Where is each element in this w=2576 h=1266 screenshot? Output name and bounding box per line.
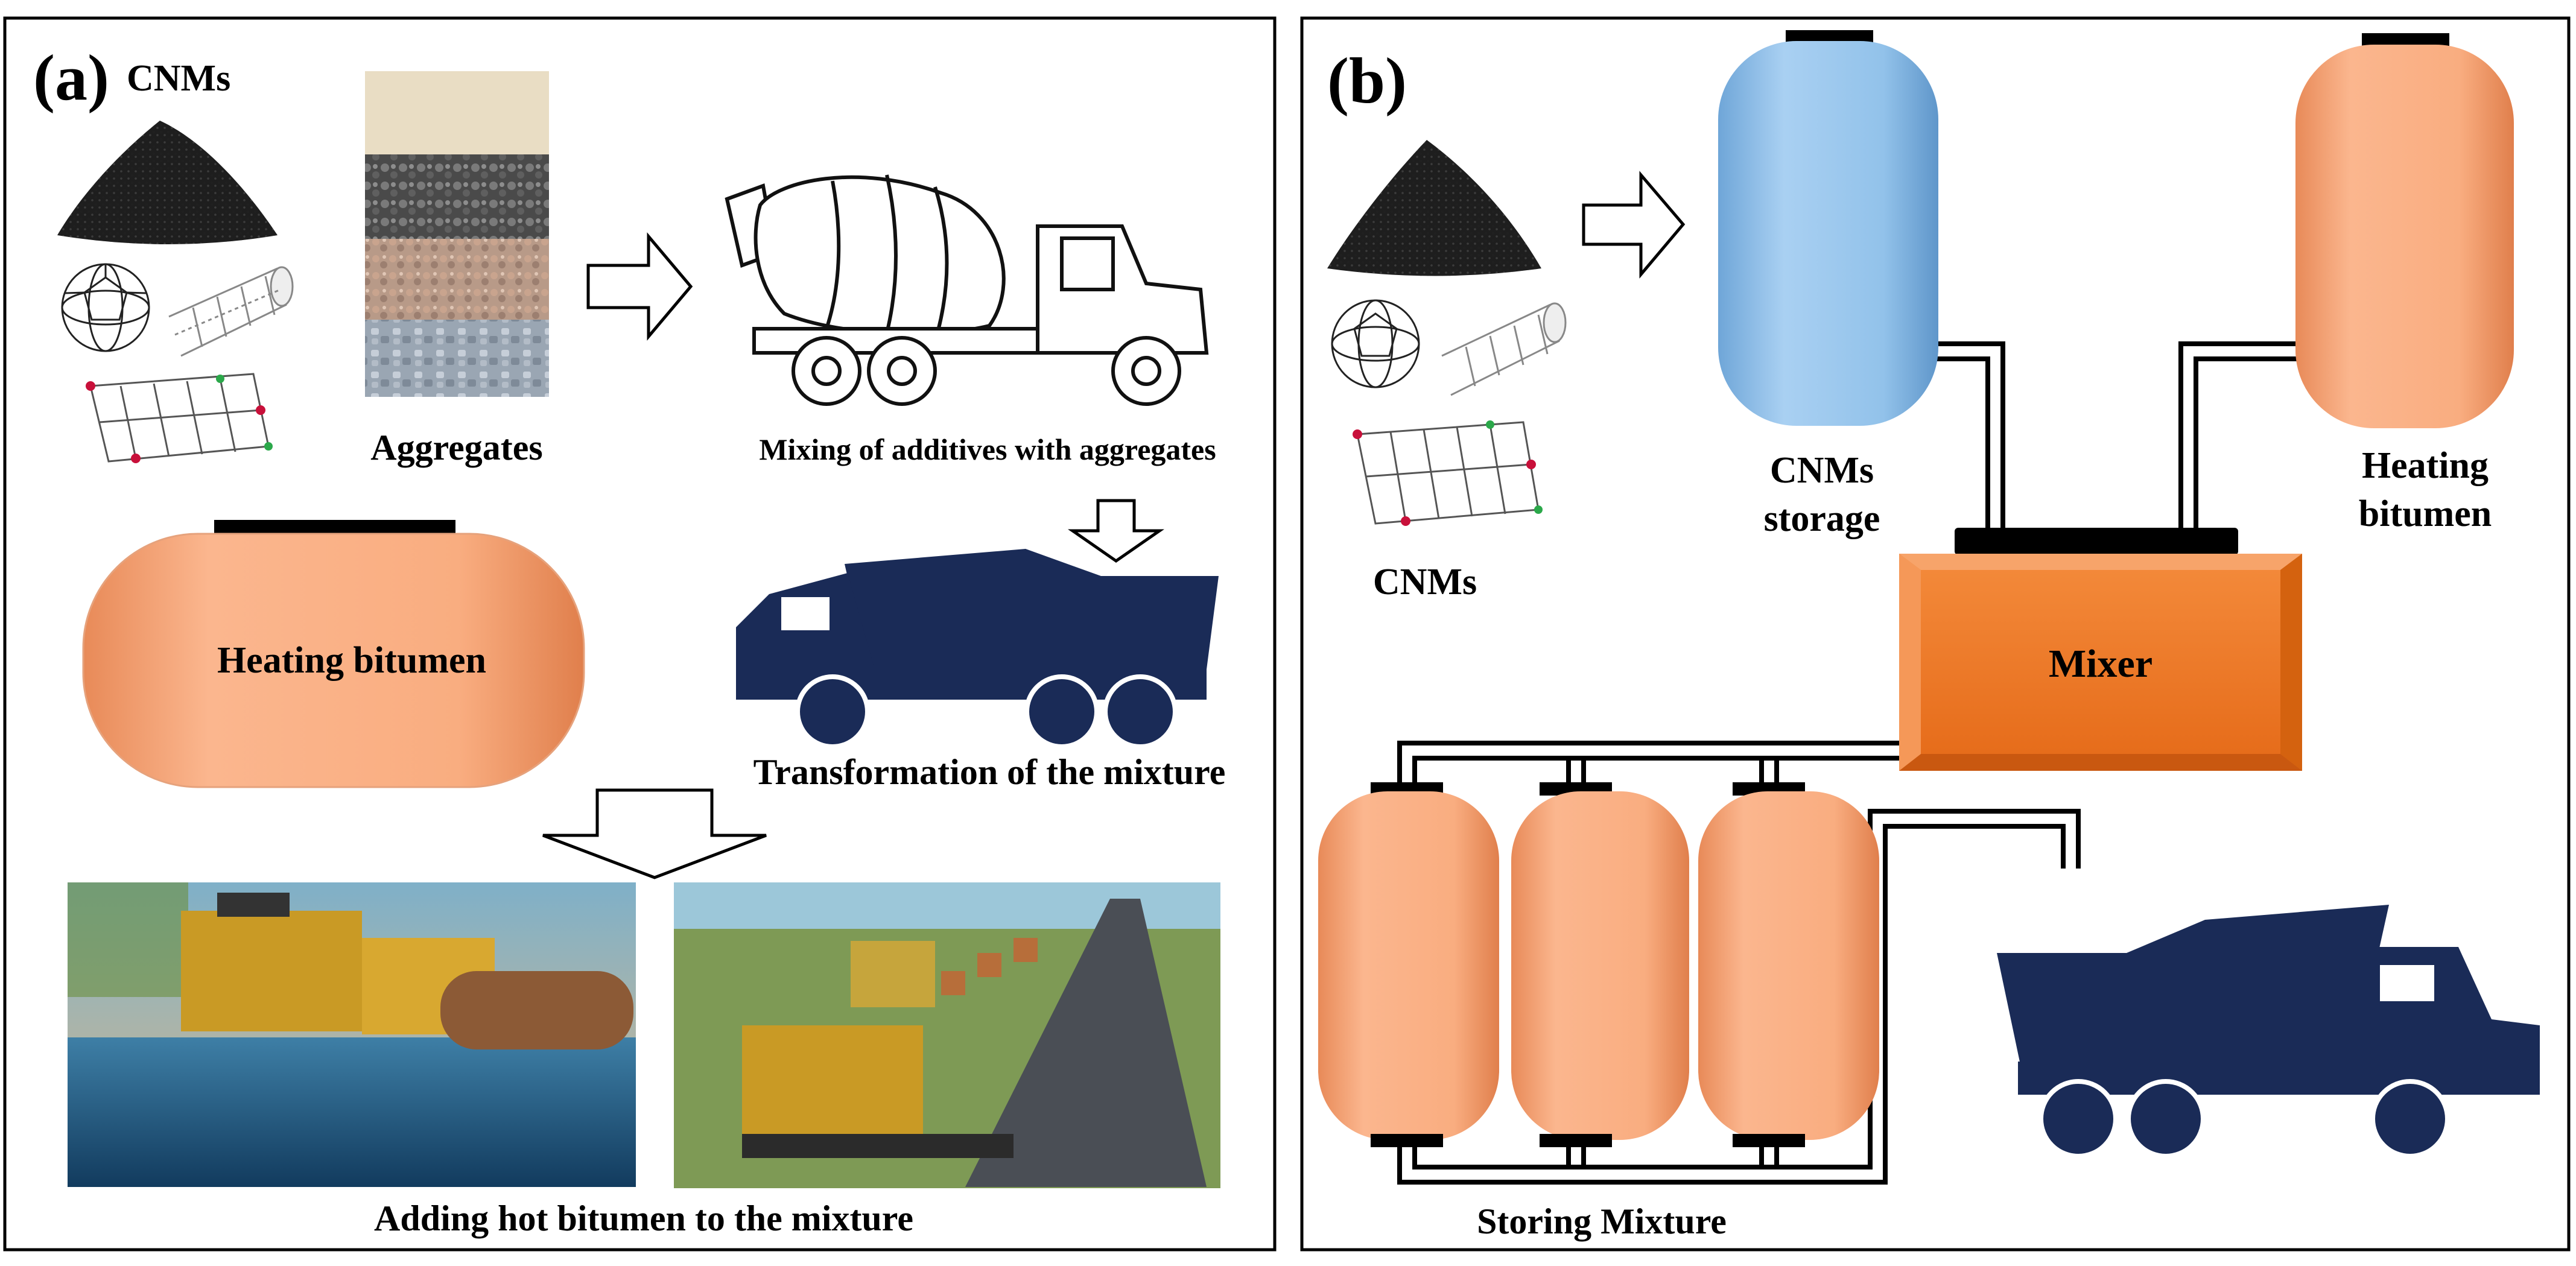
arrow-right-icon-b <box>1582 171 1686 279</box>
heating-bitumen-label-line2: bitumen <box>2359 493 2492 534</box>
transformation-label: Transformation of the mixture <box>753 752 1226 792</box>
graphene-icon <box>86 373 273 463</box>
dump-truck-wheels-b <box>2038 1079 2450 1159</box>
storage-tank-3 <box>1698 791 1879 1140</box>
fullerene-icon-b <box>1331 299 1420 388</box>
cnms-label-b: CNMs <box>1373 562 1477 603</box>
cnm-storage-label-line2: storage <box>1764 498 1880 539</box>
cement-mixer-truck-image <box>725 174 1209 406</box>
heating-bitumen-tank-b <box>2295 45 2514 428</box>
mixer-label: Mixer <box>2049 642 2152 686</box>
dump-truck-wheels <box>795 674 1178 749</box>
dump-truck-window-b <box>2380 965 2434 1001</box>
big-arrow-down-icon <box>542 788 767 879</box>
storage-tank-1 <box>1318 791 1499 1140</box>
storage-tank-2 <box>1511 791 1689 1140</box>
paving-photo-1 <box>68 882 636 1187</box>
panel-b: (b) CNMs <box>1300 16 2571 1252</box>
heating-bitumen-tank <box>82 533 585 788</box>
cnm-powder-image-b <box>1327 140 1541 276</box>
storage-tank-base-2 <box>1540 1134 1612 1147</box>
panel-a-label: (a) <box>33 42 109 114</box>
adding-bitumen-label: Adding hot bitumen to the mixture <box>374 1198 913 1238</box>
cnm-powder-image <box>57 121 278 244</box>
storage-tank-base-3 <box>1733 1134 1805 1147</box>
fullerene-icon <box>61 263 150 352</box>
arrow-right-icon <box>586 232 693 341</box>
arrow-down-icon <box>1068 499 1164 563</box>
mixer-lid <box>1955 528 2238 555</box>
graphene-icon-b <box>1353 420 1543 526</box>
panel-a-cnms-label: CNMs <box>127 58 230 99</box>
paving-photo-2 <box>674 882 1220 1188</box>
panel-a: (a) CNMs <box>3 16 1277 1252</box>
panel-b-label: (b) <box>1327 45 1407 117</box>
nanotube-icon <box>168 266 294 357</box>
cnm-storage-tank <box>1718 41 1938 426</box>
aggregates-image <box>365 71 549 397</box>
storing-mixture-label: Storing Mixture <box>1477 1201 1727 1241</box>
mixing-label: Mixing of additives with aggregates <box>759 432 1216 466</box>
cnm-storage-label-line1: CNMs <box>1770 450 1874 491</box>
aggregates-label: Aggregates <box>370 428 542 467</box>
mixer-box <box>1899 554 2302 771</box>
heating-bitumen-label-line1: Heating <box>2362 445 2489 486</box>
nanotube-icon-b <box>1441 302 1567 396</box>
dump-truck-window <box>781 597 830 630</box>
storage-tank-base-1 <box>1371 1134 1443 1147</box>
heating-bitumen-label: Heating bitumen <box>217 640 486 681</box>
